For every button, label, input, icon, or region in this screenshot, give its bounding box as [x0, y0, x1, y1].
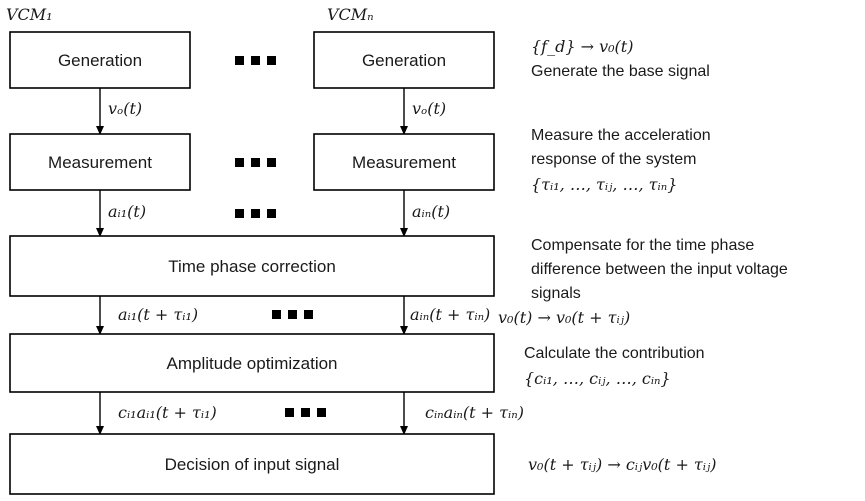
signal-amp-out-last: cᵢₙaᵢₙ(t + τᵢₙ)	[425, 403, 524, 422]
ellipsis-dots-between-tpc-amp	[272, 310, 313, 319]
note-decision-formula: v₀(t + τᵢⱼ) → cᵢⱼv₀(t + τᵢⱼ)	[528, 455, 716, 474]
time-phase-correction-box	[9, 235, 495, 297]
note-tpc-formula: v₀(t) → v₀(t + τᵢⱼ)	[498, 308, 630, 327]
measurement-box-last	[313, 133, 495, 191]
signal-corr-out-first: aᵢ₁(t + τᵢ₁)	[118, 305, 198, 324]
note-generation-formula: {f_d} → v₀(t)	[531, 37, 633, 56]
signal-gen-out-last: vₒ(t)	[412, 99, 446, 118]
note-measurement-line1: Measure the acceleration	[531, 127, 711, 144]
signal-meas-out-last: aᵢₙ(t)	[412, 202, 450, 221]
note-amplitude-line1: Calculate the contribution	[524, 345, 705, 362]
amplitude-optimization-box	[9, 333, 495, 393]
note-generation-text: Generate the base signal	[531, 63, 710, 80]
signal-gen-out-first: vₒ(t)	[108, 99, 142, 118]
note-tpc-line1: Compensate for the time phase	[531, 237, 754, 254]
ellipsis-dots-row1	[235, 56, 276, 65]
ellipsis-dots-between-amp-dec	[285, 408, 326, 417]
note-amplitude-formula: {cᵢ₁, …, cᵢⱼ, …, cᵢₙ}	[524, 369, 671, 388]
generation-box-first	[9, 31, 191, 89]
decision-label: Decision of input signal	[165, 455, 340, 474]
note-measurement-line2: response of the system	[531, 151, 696, 168]
generation-label-first: Generation	[58, 51, 142, 70]
note-tpc-line2: difference between the input voltage	[531, 261, 788, 278]
generation-label-last: Generation	[362, 51, 446, 70]
ellipsis-dots-between-meas-tpc	[235, 209, 276, 218]
measurement-box-first	[9, 133, 191, 191]
signal-meas-out-first: aᵢ₁(t)	[108, 202, 146, 221]
note-tpc-line3: signals	[531, 285, 581, 302]
column-label-last: VCMₙ	[327, 5, 374, 24]
signal-corr-out-last: aᵢₙ(t + τᵢₙ)	[410, 305, 490, 324]
ellipsis-dots-row2	[235, 158, 276, 167]
note-measurement-formula: {τᵢ₁, …, τᵢⱼ, …, τᵢₙ}	[531, 175, 677, 194]
column-label-first: VCM₁	[6, 5, 53, 24]
measurement-label-last: Measurement	[352, 153, 456, 172]
time-phase-correction-label: Time phase correction	[168, 257, 336, 276]
generation-box-last	[313, 31, 495, 89]
amplitude-optimization-label: Amplitude optimization	[166, 354, 337, 373]
measurement-label-first: Measurement	[48, 153, 152, 172]
decision-box	[9, 433, 495, 495]
signal-amp-out-first: cᵢ₁aᵢ₁(t + τᵢ₁)	[118, 403, 217, 422]
